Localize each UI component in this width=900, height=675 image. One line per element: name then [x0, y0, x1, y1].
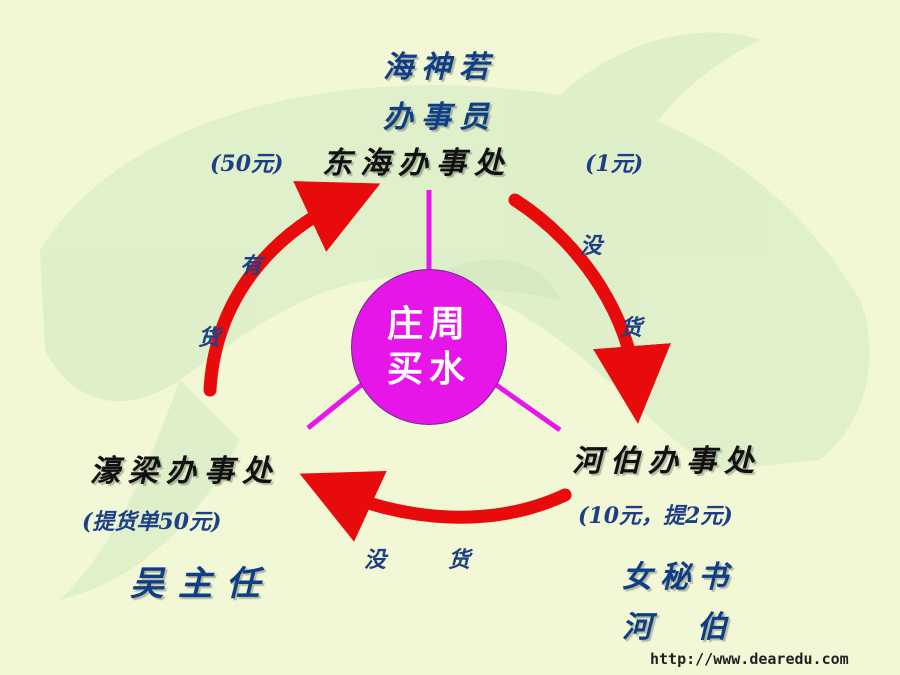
center-line1: 庄周: [386, 303, 471, 345]
arrow-right-down: [508, 193, 671, 424]
top-person-line2: 办事员: [383, 100, 497, 135]
arrow-left-up: [203, 181, 381, 397]
connector-right: [490, 379, 562, 433]
arrow-right-label-1: 没: [580, 233, 603, 259]
left-note: (提货单50元): [82, 509, 222, 535]
watermark-url: http://www.dearedu.com: [650, 650, 849, 668]
top-office: 东海办事处: [322, 146, 512, 181]
top-left-note: (50元): [210, 151, 284, 177]
right-office: 河伯办事处: [572, 444, 762, 479]
top-right-note: (1元): [585, 151, 644, 177]
arrow-bottom-label-1: 没: [364, 547, 387, 573]
arrow-bottom-label-2: 货: [448, 547, 471, 573]
arrow-bottom-left: [299, 470, 572, 542]
left-office: 濠梁办事处: [90, 454, 280, 489]
right-person-line2: 河 伯: [622, 610, 735, 645]
center-line2: 买水: [386, 348, 471, 390]
right-note: (10元，提2元): [578, 503, 733, 529]
connector-left: [306, 380, 367, 430]
center-circle: 庄周 买水: [351, 269, 507, 425]
arrow-left-label-2: 货: [198, 325, 221, 351]
right-person-line1: 女秘书: [622, 560, 736, 595]
top-person-line1: 海神若: [383, 50, 497, 85]
arrow-right-label-2: 货: [620, 315, 643, 341]
arrow-left-label-1: 有: [240, 253, 263, 279]
left-person: 吴主任: [130, 564, 274, 604]
